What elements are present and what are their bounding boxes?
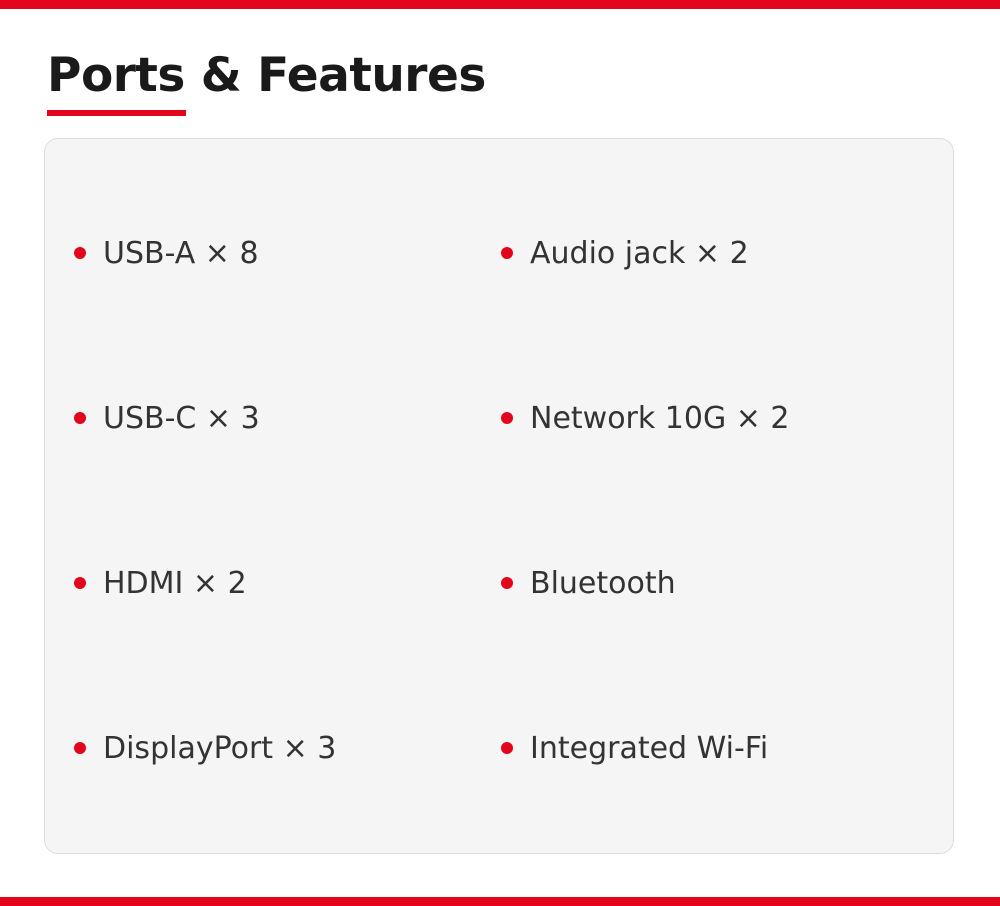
feature-label: Audio jack × 2 [530,236,749,271]
bullet-icon [501,412,513,424]
bullet-icon [74,412,86,424]
bottom-accent-bar [0,897,1000,906]
bullet-icon [501,247,513,259]
feature-label: USB-C × 3 [103,401,260,436]
bullet-icon [501,742,513,754]
feature-label: USB-A × 8 [103,236,259,271]
page-title: Ports & Features [47,48,486,103]
bullet-icon [74,742,86,754]
title-underline [47,110,186,116]
bullet-icon [501,577,513,589]
bullet-icon [74,577,86,589]
bullet-icon [74,247,86,259]
feature-label: Network 10G × 2 [530,401,790,436]
feature-label: Integrated Wi-Fi [530,731,769,766]
top-accent-bar [0,0,1000,9]
feature-label: HDMI × 2 [103,566,247,601]
feature-label: Bluetooth [530,566,676,601]
feature-label: DisplayPort × 3 [103,731,337,766]
features-panel [44,138,954,854]
